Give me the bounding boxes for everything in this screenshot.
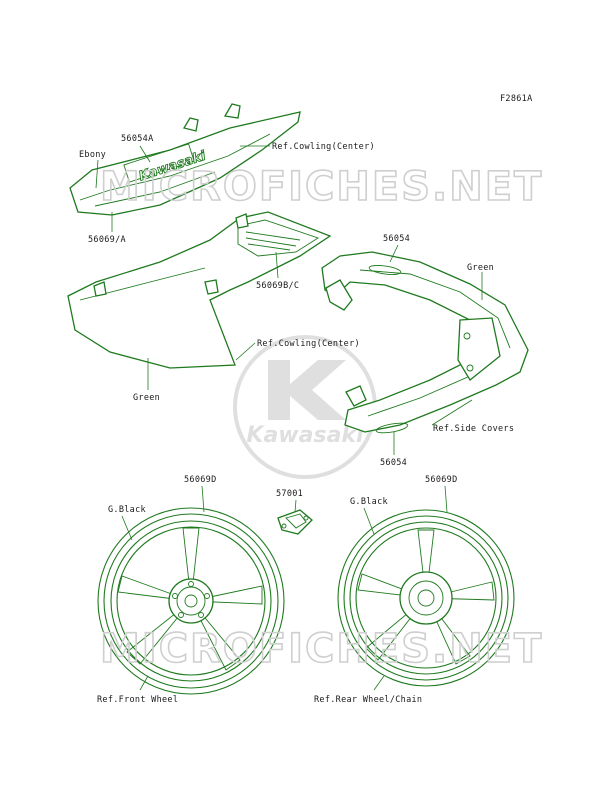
label-56069A: 56069/A xyxy=(88,235,126,245)
leader-lines xyxy=(95,145,483,691)
figure-code: F2861A xyxy=(500,94,533,104)
label-ref-rear-wheel: Ref.Rear Wheel/Chain xyxy=(314,695,422,705)
label-green-left: Green xyxy=(133,393,160,403)
label-56069D-left: 56069D xyxy=(184,475,217,485)
label-56054-bottom: 56054 xyxy=(380,458,407,468)
watermark-top: MICROFICHES.NET xyxy=(99,163,543,211)
side-covers xyxy=(321,251,529,434)
label-ref-front-wheel: Ref.Front Wheel xyxy=(97,695,178,705)
label-57001: 57001 xyxy=(276,489,303,499)
rear-wheel xyxy=(337,509,515,687)
label-gblack-right: G.Black xyxy=(350,497,388,507)
label-ref-side-covers: Ref.Side Covers xyxy=(433,424,514,434)
label-gblack-left: G.Black xyxy=(108,505,146,515)
label-56054A: 56054A xyxy=(121,134,154,144)
label-ebony: Ebony xyxy=(79,150,106,160)
svg-text:MICROFICHES.NET: MICROFICHES.NET xyxy=(100,164,543,210)
front-wheel xyxy=(97,507,285,695)
label-ref-cowling-center-2: Ref.Cowling(Center) xyxy=(257,339,360,349)
side-cowling-panel xyxy=(67,211,332,369)
svg-text:MICROFICHES.NET: MICROFICHES.NET xyxy=(100,626,543,672)
watermark-bottom: MICROFICHES.NET xyxy=(99,625,543,673)
label-green-right: Green xyxy=(467,263,494,273)
tail-cowling-top: Kawasaki xyxy=(69,103,301,216)
logo-text: Kawasaki xyxy=(246,423,364,448)
label-ref-cowling-center-1: Ref.Cowling(Center) xyxy=(272,142,375,152)
label-56069D-right: 56069D xyxy=(425,475,458,485)
kawasaki-logo-watermark: Kawasaki xyxy=(233,335,377,479)
label-56054-top: 56054 xyxy=(383,234,410,244)
bracket-57001 xyxy=(277,509,313,535)
label-56069BC: 56069B/C xyxy=(256,281,299,291)
